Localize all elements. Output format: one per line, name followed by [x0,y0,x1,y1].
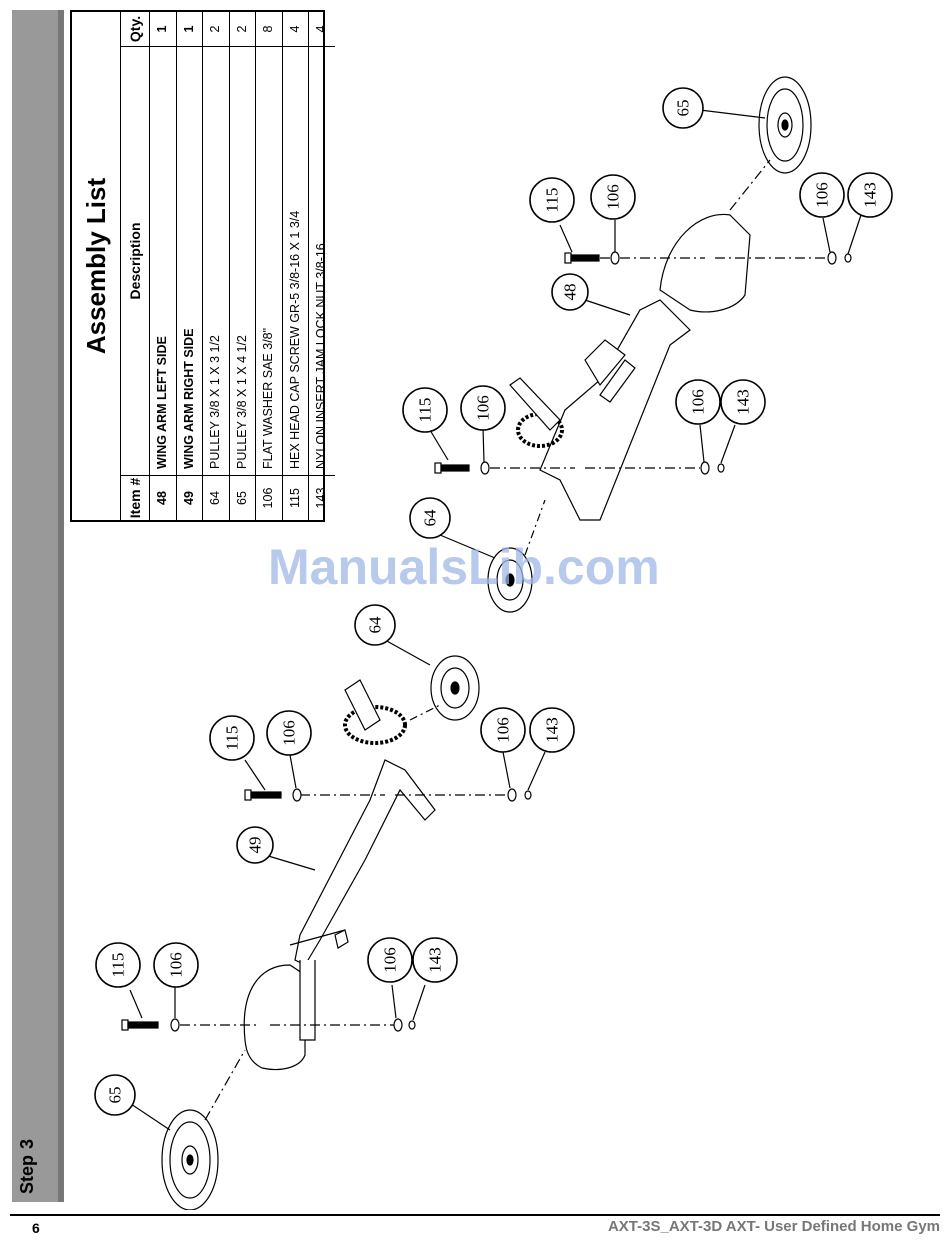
nut-143 [844,253,852,263]
pulley-65-right [758,76,812,174]
svg-text:106: 106 [604,184,623,210]
svg-text:143: 143 [426,947,445,973]
pulley-64-left-arm [487,547,533,613]
callout-65: 65 [94,1074,136,1116]
footer-title: AXT-3S_AXT-3D AXT- User Defined Home Gym [607,1218,940,1235]
callout-106: 106 [480,707,526,753]
washer-106 [507,788,517,802]
gear-right-arm [343,679,407,745]
washer-106 [292,788,302,802]
bolt-115 [121,1019,159,1031]
callout-106: 106 [675,379,721,425]
svg-text:64: 64 [366,616,385,634]
svg-text:106: 106 [381,947,400,973]
wing-arm-48 [509,299,691,521]
plate-right-arm [243,964,306,1071]
svg-text:65: 65 [106,1087,125,1104]
callout-143: 143 [720,379,766,425]
svg-text:106: 106 [813,182,832,208]
callout-115: 115 [95,942,141,988]
pulley-65-left [161,1109,219,1210]
exploded-view-drawing: 65 115 106 106 143 49 115 106 [94,76,893,1210]
callout-106: 106 [799,172,845,218]
callout-106: 106 [590,174,636,220]
washer-106 [610,251,620,265]
svg-text:49: 49 [246,837,265,854]
callout-106: 106 [460,385,506,431]
svg-text:64: 64 [421,509,440,527]
svg-text:48: 48 [561,284,580,301]
page-number: 6 [32,1220,40,1236]
svg-text:143: 143 [734,389,753,415]
svg-text:106: 106 [689,389,708,415]
callout-64: 64 [409,497,451,539]
svg-text:143: 143 [861,182,880,208]
callout-115: 115 [529,177,575,223]
callout-143: 143 [412,937,458,983]
nut-143 [717,463,725,473]
footer-divider [10,1214,940,1216]
washer-106 [827,251,837,265]
svg-text:115: 115 [223,726,242,751]
callout-48: 48 [551,273,589,311]
svg-text:106: 106 [167,952,186,978]
svg-text:106: 106 [280,720,299,746]
wing-arm-49 [289,759,436,1041]
step-sidebar [12,10,64,1202]
svg-text:106: 106 [494,717,513,743]
washer-106 [480,461,490,475]
watermark: ManualsLib.com [268,539,660,595]
bolt-115 [564,252,600,264]
svg-text:115: 115 [543,188,562,213]
callout-143: 143 [529,707,575,753]
nut-143 [524,790,532,800]
callout-106: 106 [367,937,413,983]
pulley-64-right-arm [430,655,480,721]
svg-text:115: 115 [109,953,128,978]
callout-143: 143 [847,172,893,218]
nut-143 [408,1020,416,1030]
bolt-115 [244,789,282,801]
callout-106: 106 [153,942,199,988]
callout-115: 115 [402,387,448,433]
callout-115: 115 [209,715,255,761]
svg-text:115: 115 [416,398,435,423]
callout-64: 64 [354,604,396,646]
callout-106: 106 [266,710,312,756]
washer-106 [393,1018,403,1032]
callout-65: 65 [662,87,704,129]
svg-text:143: 143 [543,717,562,743]
callout-49: 49 [236,826,274,864]
svg-text:106: 106 [474,395,493,421]
bolt-115 [434,462,470,474]
plate-left-arm [659,213,751,313]
washer-106 [700,461,710,475]
washer-106 [170,1018,180,1032]
svg-text:65: 65 [674,100,693,117]
